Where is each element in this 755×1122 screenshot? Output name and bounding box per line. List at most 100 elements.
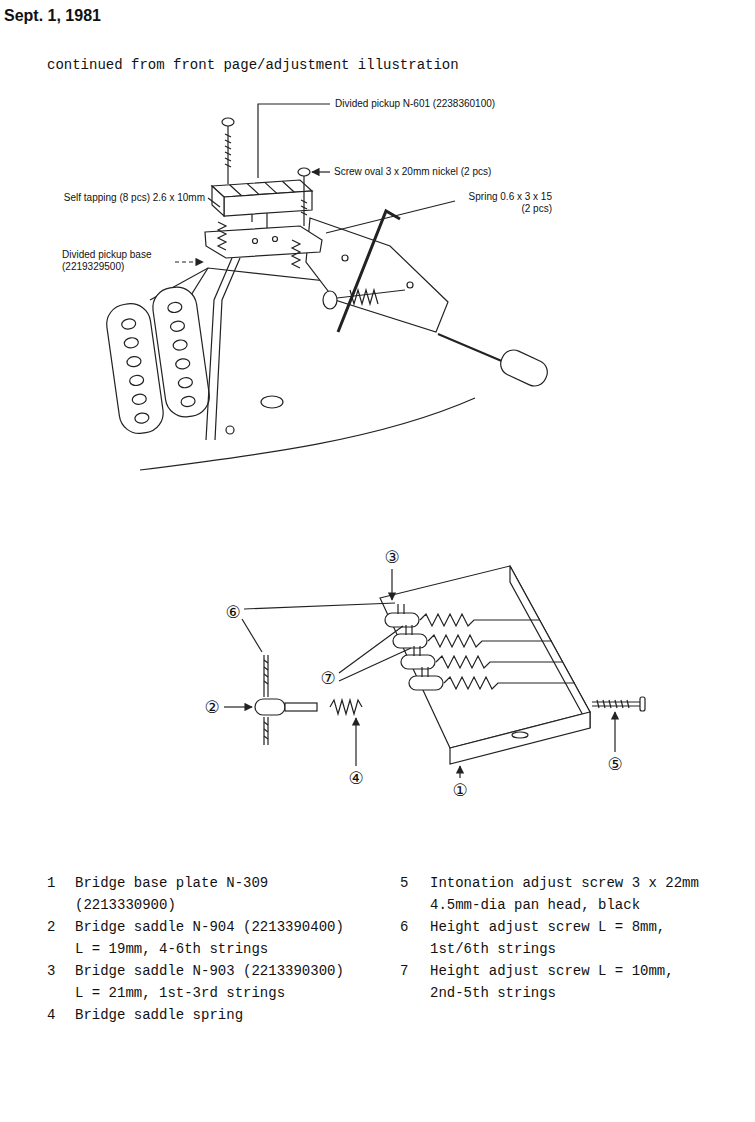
humbucker-pickup xyxy=(167,301,182,313)
leader-line xyxy=(258,104,330,178)
bridge-saddle xyxy=(255,655,317,745)
humbucker-pickup xyxy=(175,358,190,370)
bridge-saddle xyxy=(393,634,427,648)
list-number: 4 xyxy=(47,1004,55,1026)
intonation-screw xyxy=(640,697,645,711)
bridge-base-plate xyxy=(512,732,528,738)
humbucker-pickup xyxy=(124,337,139,349)
leader-line xyxy=(326,201,455,233)
list-text: Bridge saddle N-904 (2213390400) L = 19m… xyxy=(75,916,353,960)
part-label: Divided pickup N-601 (2238360100) xyxy=(335,98,495,110)
saddle-spring xyxy=(330,700,362,714)
mounting-plate xyxy=(407,282,413,288)
part-label: Divided pickup base (2219329500) xyxy=(62,249,162,273)
list-text: Height adjust screw L = 10mm, 2nd-5th st… xyxy=(430,960,708,1004)
bridge-saddle xyxy=(264,660,268,739)
callout-pointer xyxy=(339,648,411,681)
heading-note: continued from front page/adjustment ill… xyxy=(47,57,459,74)
bridge-saddle xyxy=(436,656,563,668)
pickup-base xyxy=(205,226,322,258)
humbucker-pickup xyxy=(134,412,149,424)
list-text: Height adjust screw L = 8mm, 1st/6th str… xyxy=(430,916,708,960)
page-date: Sept. 1, 1981 xyxy=(4,6,101,25)
humbucker-pickup xyxy=(180,396,195,408)
list-text: Intonation adjust screw 3 x 22mm 4.5mm-d… xyxy=(430,872,708,916)
list-number: 6 xyxy=(400,916,408,938)
bridge-saddle xyxy=(385,604,575,690)
callout-number: ⑦ xyxy=(320,670,335,687)
bridge-base-plate xyxy=(510,566,590,728)
leader-line xyxy=(175,261,203,262)
callout-pointer xyxy=(391,569,392,600)
illustration xyxy=(103,104,645,778)
oval-screw xyxy=(298,168,310,176)
pickguard xyxy=(261,396,283,408)
pickup-base xyxy=(273,237,278,242)
part-label: Self tapping (8 pcs) 2.6 x 10mm xyxy=(64,192,205,204)
screwdriver xyxy=(438,334,551,390)
humbucker-pickup xyxy=(132,393,147,405)
callout-number: ⑤ xyxy=(607,756,622,773)
leader-line xyxy=(208,198,220,207)
pickup-base xyxy=(253,239,258,244)
mounting-plate xyxy=(337,290,405,298)
spring xyxy=(218,222,226,250)
list-number: 3 xyxy=(47,960,55,982)
pickup-lead xyxy=(215,258,240,440)
callout-number: ④ xyxy=(348,770,363,787)
humbucker-pickup xyxy=(170,320,185,332)
spring xyxy=(292,240,300,268)
humbucker-pickup xyxy=(150,285,212,420)
mounting-plate xyxy=(342,255,348,261)
divided-pickup xyxy=(230,181,295,196)
screwdriver xyxy=(497,346,551,390)
part-label: Screw oval 3 x 20mm nickel (2 pcs) xyxy=(334,166,491,178)
list-number: 5 xyxy=(400,872,408,894)
humbucker-pickup xyxy=(178,377,193,389)
bridge-saddle xyxy=(401,655,435,669)
humbucker-pickup xyxy=(129,375,144,387)
callout-number: ⑥ xyxy=(225,604,240,621)
pickguard xyxy=(226,426,234,434)
bridge-saddle xyxy=(385,613,419,627)
callout-pointer xyxy=(459,766,460,778)
intonation-screw xyxy=(597,700,629,708)
humbucker-pickup xyxy=(126,356,141,368)
leader-line xyxy=(312,171,330,172)
intonation-screw xyxy=(592,697,645,711)
list-number: 7 xyxy=(400,960,408,982)
humbucker-pickup xyxy=(121,318,136,330)
oval-screw xyxy=(222,118,310,226)
divided-pickup xyxy=(212,180,312,216)
pickup-base xyxy=(205,226,322,258)
bridge-base-plate xyxy=(450,712,590,764)
list-number: 2 xyxy=(47,916,55,938)
bridge-saddle xyxy=(285,703,317,711)
part-label: Spring 0.6 x 3 x 15 (2 pcs) xyxy=(460,191,552,215)
callout-pointer xyxy=(244,603,395,609)
callout-pointer xyxy=(224,569,615,778)
bridge-base-plate xyxy=(380,566,590,764)
bridge-saddle xyxy=(428,635,552,647)
bridge-saddle xyxy=(409,676,443,690)
bridge-saddle xyxy=(255,699,285,715)
bridge-saddle xyxy=(264,655,268,745)
list-text: Bridge saddle N-903 (2213390300) L = 21m… xyxy=(75,960,353,1004)
callout-number: ① xyxy=(452,782,467,799)
humbucker-pickup xyxy=(103,285,214,436)
divided-pickup xyxy=(212,186,224,216)
screwdriver xyxy=(438,334,504,362)
list-number: 1 xyxy=(47,872,55,894)
oval-screw xyxy=(225,134,231,167)
callout-number: ② xyxy=(204,699,219,716)
list-text: Bridge saddle spring xyxy=(75,1004,353,1026)
oval-screw xyxy=(222,118,234,126)
bridge-saddle xyxy=(444,677,575,689)
mounting-plate xyxy=(323,291,337,309)
callout-pointer xyxy=(355,718,356,766)
oval-screw xyxy=(301,200,307,215)
leader-line xyxy=(175,104,455,262)
callout-pointer xyxy=(242,619,262,652)
callout-pointer xyxy=(224,706,252,707)
